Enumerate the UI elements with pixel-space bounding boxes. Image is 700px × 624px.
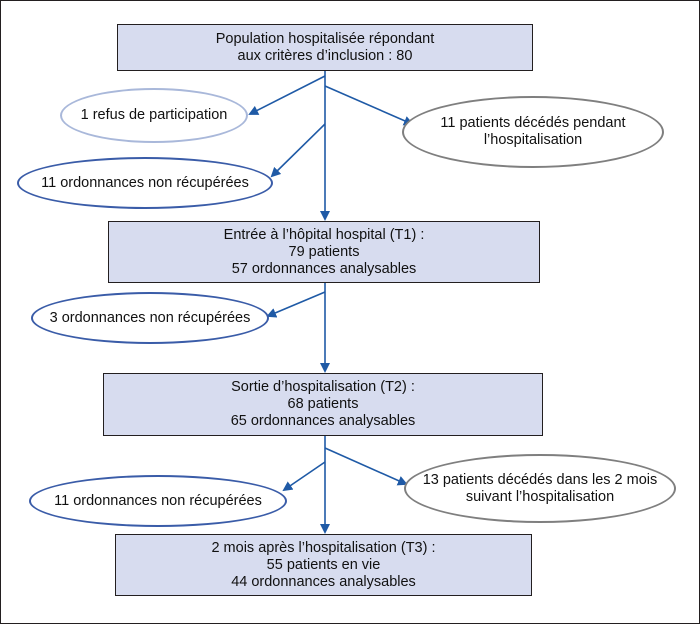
exclusion-deces-hosp-line-1: 11 patients décédés pendant [440, 115, 626, 131]
arrow-to-refus [248, 75, 326, 115]
exclusion-refus: 1 refus de participation [60, 88, 248, 143]
box-t1: Entrée à l’hôpital hospital (T1) : 79 pa… [108, 221, 540, 283]
exclusion-ord-t2-line-1: 3 ordonnances non récupérées [49, 309, 251, 326]
box-t1-line-3: 57 ordonnances analysables [231, 260, 417, 277]
exclusion-deces-hosp: 11 patients décédés pendant l’hospitalis… [402, 96, 664, 168]
exclusion-refus-line-1: 1 refus de participation [80, 107, 228, 123]
box-t3-line-1: 2 mois après l’hospitalisation (T3) : [211, 539, 436, 556]
exclusion-ord-t2: 3 ordonnances non récupérées [31, 292, 269, 344]
box-population: Population hospitalisée répondant aux cr… [117, 24, 533, 71]
box-t2-line-2: 68 patients [287, 396, 359, 412]
exclusion-ord-t1: 11 ordonnances non récupérées [17, 157, 273, 209]
arrow-to-ord-t1 [270, 123, 326, 178]
box-t1-line-2: 79 patients [288, 243, 360, 260]
exclusion-deces-hosp-line-2: l’hospitalisation [483, 132, 583, 148]
arrow-to-deces-hosp [324, 85, 414, 126]
exclusion-deces-2mois-line-2: suivant l’hospitalisation [465, 488, 615, 505]
exclusion-ord-t1-line-1: 11 ordonnances non récupérées [41, 174, 249, 191]
arrow-to-ord-t3 [282, 461, 326, 492]
exclusion-deces-2mois: 13 patients décédés dans les 2 mois suiv… [404, 454, 676, 523]
exclusion-ord-t3-line-1: 11 ordonnances non récupérées [54, 492, 262, 509]
box-population-line-2: aux critères d’inclusion : 80 [237, 47, 413, 64]
box-t2-line-3: 65 ordonnances analysables [230, 413, 416, 429]
box-t3-line-3: 44 ordonnances analysables [231, 573, 416, 590]
box-t3-line-2: 55 patients en vie [266, 556, 381, 573]
arrow-to-deces-2mois [324, 447, 408, 486]
exclusion-ord-t3: 11 ordonnances non récupérées [29, 475, 287, 527]
box-t2-line-1: Sortie d’hospitalisation (T2) : [231, 379, 415, 395]
box-population-line-1: Population hospitalisée répondant [215, 30, 435, 47]
box-t2: Sortie d’hospitalisation (T2) : 68 patie… [103, 373, 543, 436]
arrow-to-ord-t2 [266, 291, 326, 318]
box-t3: 2 mois après l’hospitalisation (T3) : 55… [115, 534, 532, 596]
box-t1-line-1: Entrée à l’hôpital hospital (T1) : [223, 226, 425, 243]
exclusion-deces-2mois-line-1: 13 patients décédés dans les 2 mois [422, 471, 658, 488]
